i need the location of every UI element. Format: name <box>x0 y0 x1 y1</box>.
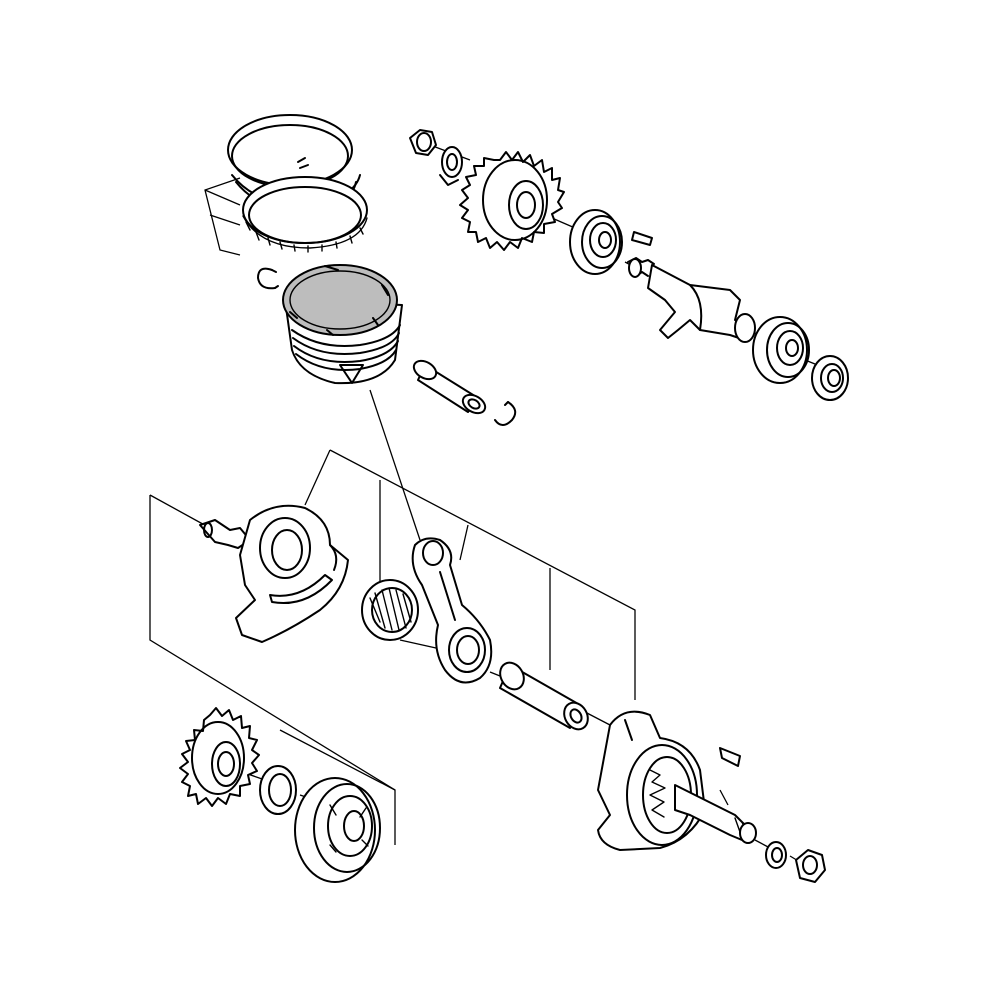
crank-bearing <box>294 777 381 883</box>
crank-web-right-assembly <box>597 710 757 851</box>
woodruff-key-balancer <box>631 231 653 246</box>
piston-ring-set <box>227 114 368 253</box>
crank-web-left <box>199 504 349 643</box>
crank-nut <box>795 849 826 883</box>
connecting-rod <box>411 537 493 684</box>
big-end-needle-bearing <box>361 579 419 641</box>
piston-pin <box>412 359 487 415</box>
balancer-nut <box>409 129 437 156</box>
circlip-upper <box>257 267 279 290</box>
balancer-driven-gear <box>459 151 565 251</box>
balancer-lock-washer <box>439 146 463 186</box>
circlip-lower <box>494 401 517 426</box>
balancer-oil-seal <box>811 355 849 401</box>
balancer-bearing-upper <box>569 209 623 275</box>
balancer-drive-gear <box>179 707 260 807</box>
balancer-bearing-lower <box>752 316 810 384</box>
piston <box>282 264 403 385</box>
crank-washer <box>765 841 787 869</box>
balancer-shaft <box>627 257 756 343</box>
crank-pin <box>499 661 589 731</box>
crank-spacer <box>259 765 297 815</box>
woodruff-key-crank <box>719 747 741 767</box>
